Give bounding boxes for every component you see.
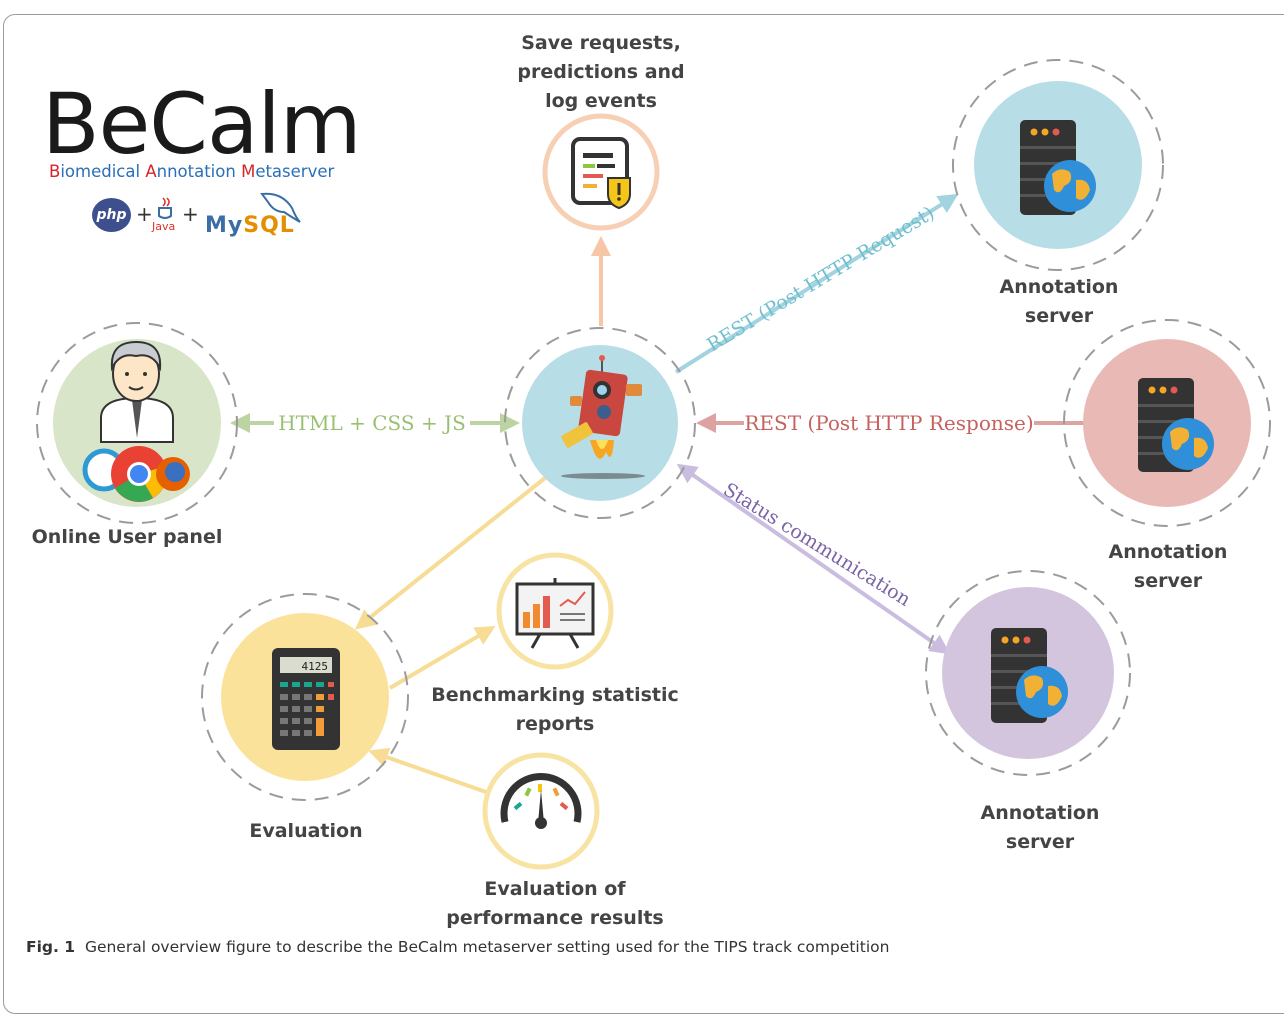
- gauge-icon: [500, 773, 582, 829]
- globe-icon: [1016, 666, 1068, 718]
- becalm-logo-subtitle: Biomedical Annotation Metaserver: [49, 162, 334, 181]
- mysql-dolphin-icon: [260, 192, 301, 223]
- globe-icon: [1044, 160, 1096, 212]
- logo-subtitle-initial-a: A: [145, 162, 157, 181]
- evaluation-node: 4125: [201, 593, 409, 801]
- user-panel-label: Online User panel: [22, 523, 232, 552]
- java-logo-text: Java: [152, 220, 176, 233]
- edge-label-rest-request-path: REST (Post HTTP Request): [703, 202, 938, 356]
- save-node-label: Save requests, predictions and log event…: [516, 29, 686, 116]
- server-bottom-label-line-2: server: [1005, 831, 1075, 853]
- java-cup-icon: [158, 197, 172, 219]
- edge-label-rest-request: REST (Post HTTP Request): [703, 202, 938, 356]
- edge-rest-request: REST (Post HTTP Request): [674, 193, 959, 374]
- mysql-logo-sql: SQL: [243, 213, 295, 238]
- server-right-label-line-2: server: [1133, 570, 1203, 592]
- server-right-label: Annotation server: [1089, 538, 1247, 596]
- becalm-logo-title: BeCalm: [42, 75, 362, 173]
- server-right-label-line-1: Annotation: [1108, 541, 1228, 563]
- server-bottom-node: [925, 570, 1131, 776]
- save-label-line-1: Save requests,: [521, 32, 681, 54]
- log-document-icon: [571, 137, 631, 210]
- logo-subtitle-rest-3: etaserver: [255, 162, 335, 181]
- performance-label-line-2: performance results: [446, 907, 664, 929]
- calculator-display: 4125: [302, 660, 329, 673]
- benchmark-label: Benchmarking statistic reports: [430, 681, 680, 739]
- benchmark-label-line-1: Benchmarking statistic: [431, 684, 679, 706]
- robot-icon: [561, 355, 645, 479]
- save-node: [542, 113, 660, 231]
- user-avatar-icon: [100, 340, 174, 443]
- server-bottom-label-line-1: Annotation: [980, 802, 1100, 824]
- edge-label-rest-response: REST (Post HTTP Response): [744, 411, 1033, 435]
- server-right-node: [1063, 319, 1271, 527]
- user-panel-node: [36, 322, 238, 524]
- edge-rest-response: REST (Post HTTP Response): [696, 408, 1084, 438]
- user-panel-label-line-1: Online User panel: [31, 526, 223, 548]
- mysql-logo-my: My: [205, 213, 244, 238]
- plus-sign-1: +: [136, 202, 153, 226]
- logo-subtitle-rest-1: iomedical: [60, 162, 146, 181]
- globe-icon: [1162, 418, 1214, 470]
- server-bottom-label: Annotation server: [961, 799, 1119, 857]
- server-top-label: Annotation server: [980, 273, 1138, 331]
- server-top-node: [952, 59, 1164, 271]
- becalm-hub-node: [504, 327, 696, 519]
- figure-caption-text: General overview figure to describe the …: [84, 938, 890, 956]
- figure-caption: Fig. 1 General overview figure to descri…: [26, 938, 889, 956]
- evaluation-label: Evaluation: [236, 817, 376, 846]
- edge-label-status: Status communication: [719, 479, 914, 611]
- server-top-label-line-2: server: [1024, 305, 1094, 327]
- figure-caption-number: Fig. 1: [26, 938, 76, 956]
- performance-label-line-1: Evaluation of: [484, 878, 626, 900]
- logo-subtitle-initial-m: M: [241, 162, 256, 181]
- php-logo-icon: php: [92, 198, 131, 232]
- edge-html: HTML + CSS + JS: [230, 408, 520, 438]
- firefox-icon: [156, 457, 190, 491]
- performance-label: Evaluation of performance results: [440, 875, 670, 933]
- edge-label-html: HTML + CSS + JS: [278, 411, 466, 435]
- evaluation-label-line-1: Evaluation: [249, 820, 363, 842]
- mysql-logo: MySQL: [205, 213, 295, 238]
- benchmark-label-line-2: reports: [515, 713, 595, 735]
- edge-status: Status communication: [676, 463, 951, 655]
- server-top-label-line-1: Annotation: [999, 276, 1119, 298]
- save-label-line-3: log events: [545, 90, 657, 112]
- plus-sign-2: +: [182, 202, 199, 226]
- presentation-board-icon: [515, 578, 595, 649]
- logo-subtitle-initial-b: B: [49, 162, 61, 181]
- performance-node: [482, 752, 600, 870]
- benchmark-node: [496, 552, 614, 670]
- logo-subtitle-rest-2: nnotation: [156, 162, 242, 181]
- becalm-diagram: HTML + CSS + JS REST (Post HTTP Request)…: [36, 59, 1271, 870]
- edge-label-status-outline: Status communication: [719, 479, 914, 611]
- calculator-icon: 4125: [272, 648, 340, 750]
- save-label-line-2: predictions and: [517, 61, 685, 83]
